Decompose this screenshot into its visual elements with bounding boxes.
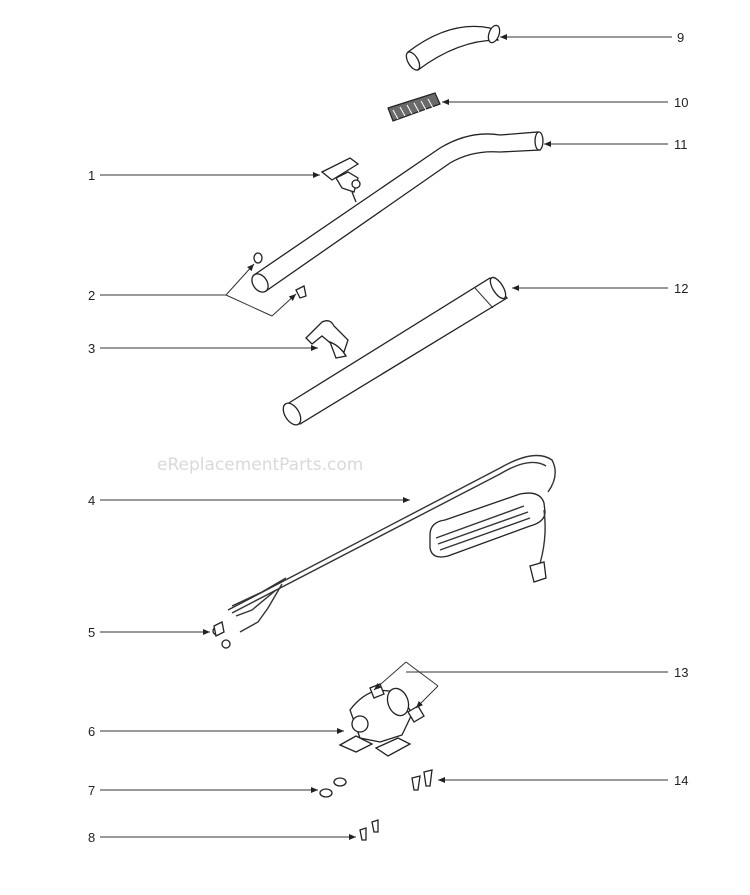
callout-5: 5: [88, 625, 95, 640]
part-9-hose-cuff: [405, 24, 501, 71]
part-12-straight-wand: [282, 276, 508, 426]
callout-numbers: 1 2 3 4 5 6 7 8 9 10 11 12 13 14: [88, 30, 688, 845]
callout-9: 9: [677, 30, 684, 45]
part-6-bracket: [338, 687, 413, 757]
part-5-terminals: [212, 577, 287, 649]
callout-2: 2: [88, 288, 95, 303]
part-3-clip: [305, 320, 349, 359]
part-8-small-screws: [359, 819, 379, 841]
part-7-nuts: [319, 777, 347, 798]
watermark: eReplacementParts.com: [157, 455, 363, 475]
part-10-spring: [387, 92, 441, 122]
callout-14: 14: [674, 773, 688, 788]
callout-3: 3: [88, 341, 95, 356]
callout-4: 4: [88, 493, 95, 508]
leader-lines: [100, 34, 672, 840]
callout-6: 6: [88, 724, 95, 739]
part-2-pins: [253, 252, 307, 299]
callout-10: 10: [674, 95, 688, 110]
callout-12: 12: [674, 281, 688, 296]
callout-1: 1: [88, 168, 95, 183]
part-1-handle: [320, 157, 361, 203]
part-14-screws: [411, 769, 433, 791]
callout-8: 8: [88, 830, 95, 845]
callout-11: 11: [674, 137, 688, 152]
callout-13: 13: [674, 665, 688, 680]
part-4-power-cord: [227, 454, 556, 614]
part-11-bent-wand: [251, 131, 544, 293]
callout-7: 7: [88, 783, 95, 798]
